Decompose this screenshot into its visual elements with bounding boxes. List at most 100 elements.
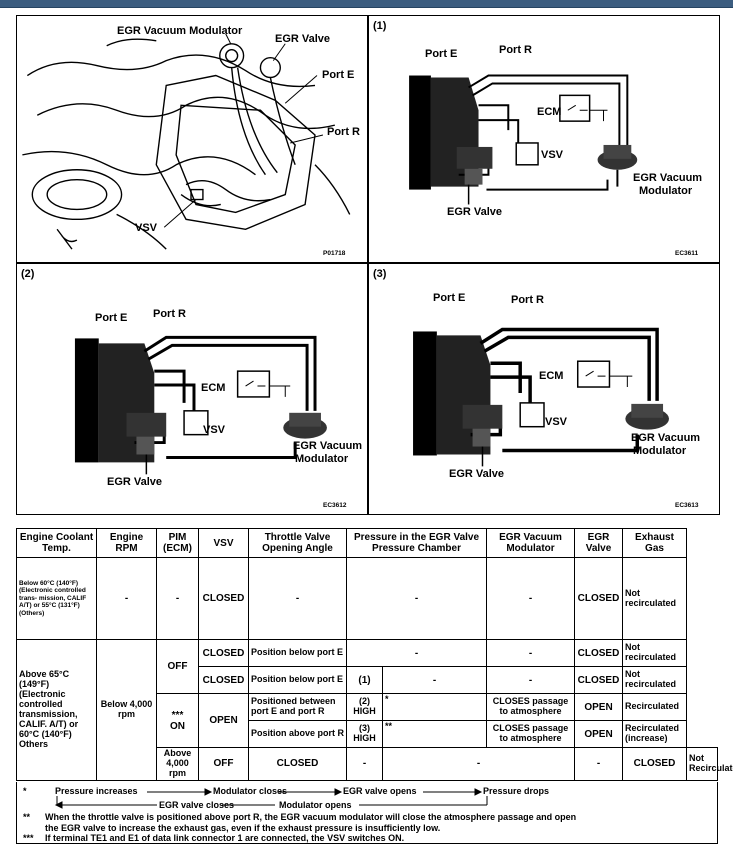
- diagram-1-number: (1): [373, 20, 387, 32]
- label-egr-valve: EGR Valve: [107, 476, 163, 488]
- table-row: ***ON OPEN Positioned between port E and…: [17, 693, 718, 748]
- pim-on-mark: ***: [171, 709, 184, 721]
- document-page: EGR Vacuum Modulator EGR Valve Port E Po…: [14, 15, 733, 845]
- header-egr-valve: EGR Valve: [574, 528, 623, 558]
- cell-vsv-open: OPEN: [198, 693, 249, 748]
- cell-throttle: Position above port R: [248, 720, 347, 748]
- diagram-2-number: (2): [21, 268, 35, 280]
- cell-throttle: -: [346, 747, 383, 781]
- cell-modulator: CLOSES passage to atmosphere: [486, 720, 575, 748]
- label-modulator-line2: Modulator: [633, 445, 687, 457]
- header-pressure: Pressure in the EGR Valve Pressure Chamb…: [346, 528, 487, 558]
- label-modulator-line2: Modulator: [639, 185, 693, 197]
- footnote-star2-mark: **: [23, 812, 31, 822]
- table-row: CLOSED Position below port E (1) - - CLO…: [17, 666, 718, 694]
- label-egr-valve: EGR Valve: [449, 468, 505, 480]
- label-port-r: Port R: [499, 44, 532, 56]
- label-port-e: Port E: [322, 69, 355, 81]
- cell-pim: OFF: [198, 747, 249, 781]
- cell-vsv: CLOSED: [198, 639, 249, 667]
- label-egr-vacuum-modulator: EGR Vacuum Modulator: [117, 25, 243, 37]
- cell-modulator: CLOSES passage to atmosphere: [486, 693, 575, 721]
- cell-vsv: CLOSED: [248, 747, 347, 781]
- footnote-star1-c: EGR valve opens: [343, 786, 417, 796]
- diagram-2-drawing: [74, 335, 327, 475]
- label-port-e: Port E: [95, 312, 128, 324]
- cell-throttle: Position below port E: [248, 666, 347, 694]
- cell-exhaust: Not recirculated: [622, 639, 687, 667]
- header-coolant: Engine Coolant Temp.: [16, 528, 97, 558]
- footnote-star1-f: Modulator opens: [279, 800, 352, 810]
- label-modulator-line1: EGR Vacuum: [293, 440, 363, 452]
- cell-rpm: Above 4,000 rpm: [156, 747, 199, 781]
- cell-pressure-mark: **: [382, 720, 487, 748]
- figure-code: P01718: [323, 250, 346, 257]
- header-modulator: EGR Vacuum Modulator: [486, 528, 575, 558]
- table-row: Above 65°C (149°F) (Electronic controlle…: [16, 639, 718, 781]
- header-vsv: VSV: [198, 528, 249, 558]
- cell-coolant-group: Above 65°C (149°F) (Electronic controlle…: [16, 639, 97, 781]
- cell-exhaust: Recirculated (increase): [622, 720, 687, 748]
- footnote-arrows: [54, 788, 488, 809]
- diagram-2-panel: (2) Port E Port R ECM VSV EGR Vacuum Mod…: [16, 263, 368, 515]
- cell-pressure: -: [346, 557, 487, 640]
- cell-pim: -: [156, 557, 199, 640]
- label-ecm: ECM: [537, 106, 562, 118]
- header-throttle: Throttle Valve Opening Angle: [248, 528, 347, 558]
- label-modulator-line1: EGR Vacuum: [631, 432, 701, 444]
- label-modulator-line1: EGR Vacuum: [633, 172, 703, 184]
- footnote-star1-a: Pressure increases: [55, 786, 138, 796]
- label-port-r: Port R: [153, 308, 186, 320]
- cell-rpm-group: Below 4,000 rpm: [96, 639, 157, 781]
- cell-pressure-num: (3) HIGH: [346, 720, 383, 748]
- cell-egr: OPEN: [574, 720, 623, 748]
- cell-exhaust: Not recirculated: [622, 666, 687, 694]
- label-ecm: ECM: [201, 382, 226, 394]
- cell-pim-on: ***ON: [156, 693, 199, 748]
- diagram-3-number: (3): [373, 268, 387, 280]
- cell-rpm: -: [96, 557, 157, 640]
- cell-pressure-detail: -: [382, 666, 487, 694]
- label-port-r: Port R: [327, 126, 360, 138]
- diagram-1-panel: (1) Port E Port R ECM VSV EGR Vacuum Mod…: [368, 15, 720, 263]
- cell-egr: CLOSED: [622, 747, 687, 781]
- table-row: Position above port R (3) HIGH ** CLOSES…: [17, 720, 718, 748]
- cell-modulator: -: [486, 666, 575, 694]
- label-vsv: VSV: [545, 416, 568, 428]
- footnotes: * Pressure increases Modulator closes EG…: [16, 782, 718, 844]
- figure-code: EC3612: [323, 502, 347, 509]
- cell-modulator: -: [574, 747, 623, 781]
- cell-throttle: Position below port E: [248, 639, 347, 667]
- egr-operation-table: Engine Coolant Temp. Engine RPM PIM (ECM…: [16, 528, 733, 781]
- label-egr-valve: EGR Valve: [275, 33, 331, 45]
- window-top-bar: [0, 0, 733, 8]
- engine-illustration-panel: EGR Vacuum Modulator EGR Valve Port E Po…: [16, 15, 368, 263]
- footnote-star1-b: Modulator closes: [213, 786, 288, 796]
- cell-coolant: Below 60°C (140°F) (Electronic controlle…: [16, 557, 97, 640]
- cell-pim-off: OFF: [156, 639, 199, 694]
- table-header-row: Engine Coolant Temp. Engine RPM PIM (ECM…: [16, 528, 718, 558]
- label-port-r: Port R: [511, 294, 544, 306]
- figure-code: EC3613: [675, 502, 699, 509]
- header-rpm: Engine RPM: [96, 528, 157, 558]
- cell-egr: CLOSED: [574, 666, 623, 694]
- label-port-e: Port E: [425, 48, 458, 60]
- header-exhaust: Exhaust Gas: [622, 528, 687, 558]
- cell-egr: CLOSED: [574, 639, 623, 667]
- cell-exhaust: Recirculated: [622, 693, 687, 721]
- label-vsv: VSV: [135, 222, 158, 234]
- cell-modulator: -: [486, 639, 575, 667]
- table-row: Above 4,000 rpm OFF CLOSED - - - CLOSED …: [17, 747, 733, 781]
- cell-pressure-num: (2) HIGH: [346, 693, 383, 721]
- footnote-star1-d: Pressure drops: [483, 786, 550, 796]
- label-port-e: Port E: [433, 292, 466, 304]
- cell-exhaust: Not Recirculated: [686, 747, 733, 781]
- diagram-3-panel: (3) Port E Port R ECM VSV EGR Vacuum Mod…: [368, 263, 720, 515]
- label-ecm: ECM: [539, 370, 564, 382]
- footnote-star3-mark: ***: [23, 833, 34, 843]
- footnote-star1-e: EGR valve closes: [159, 800, 235, 810]
- cell-pressure: -: [346, 639, 487, 667]
- cell-modulator: -: [486, 557, 575, 640]
- label-modulator-line2: Modulator: [295, 453, 349, 465]
- footnote-star2-line1: When the throttle valve is positioned ab…: [45, 812, 577, 822]
